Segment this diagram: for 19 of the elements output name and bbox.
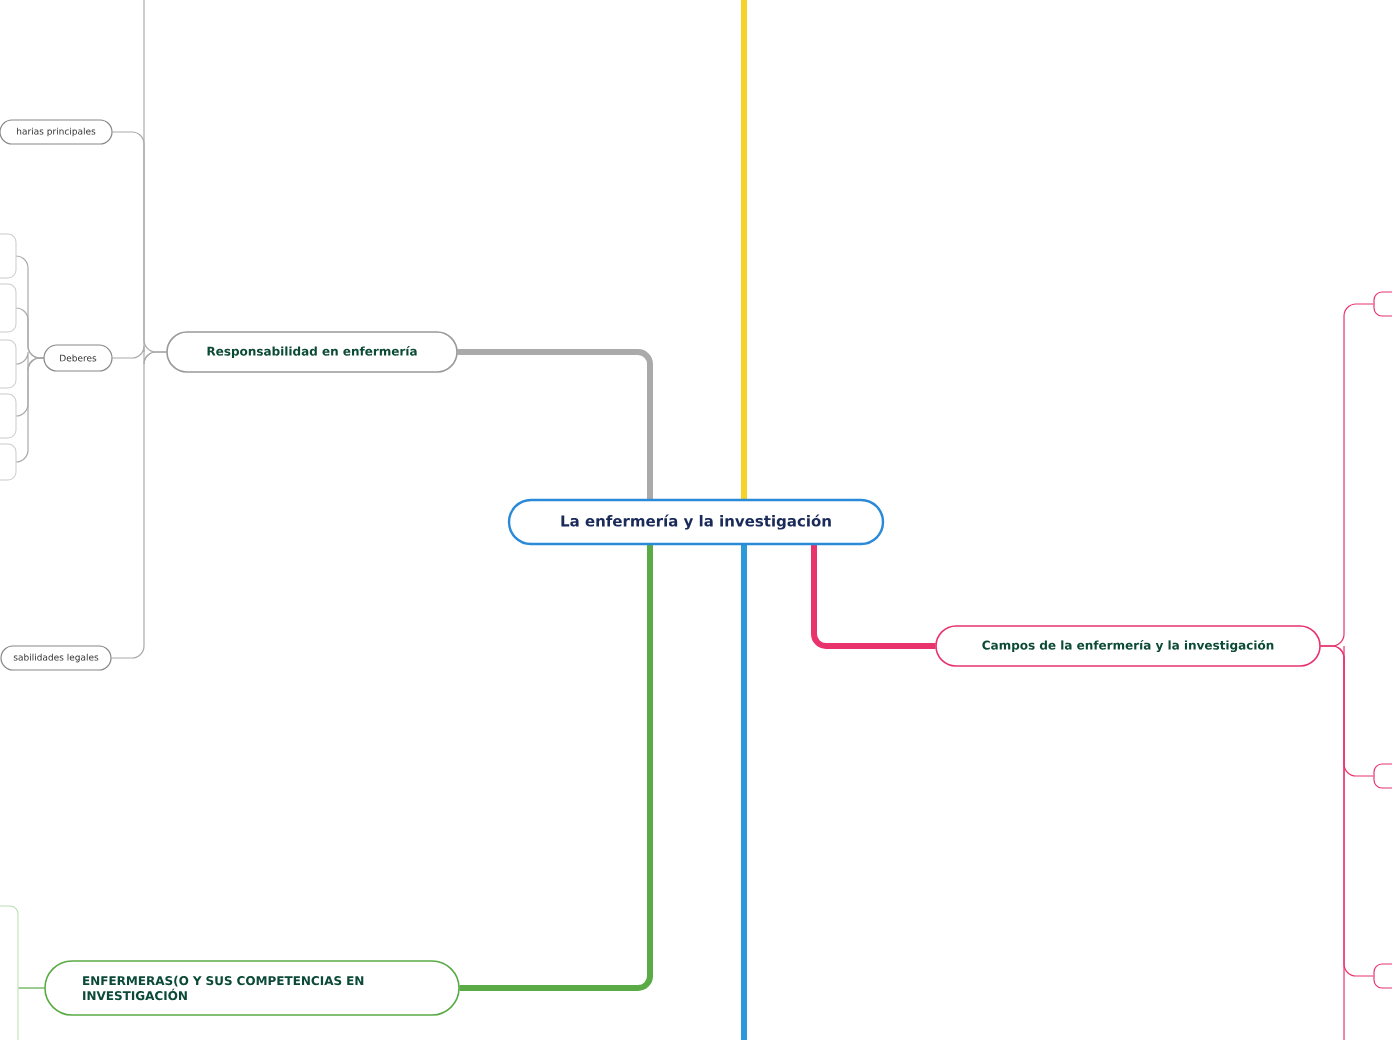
subtopic-box — [1373, 763, 1392, 789]
connector-line — [457, 349, 653, 500]
subtopic-box — [0, 905, 19, 1040]
connector-line — [459, 544, 653, 991]
subtopic-box — [0, 393, 17, 439]
connector-line — [15, 357, 45, 463]
connector-line — [1319, 645, 1375, 977]
connector-line — [741, 544, 747, 1040]
subtopic-box — [0, 233, 17, 279]
subtopic-box — [0, 443, 17, 481]
subtopic-box — [0, 283, 17, 333]
subtopic-box — [0, 339, 17, 389]
connector-line — [110, 351, 168, 659]
subtopic-box — [1373, 963, 1392, 989]
connector-line — [811, 544, 936, 649]
connector-line — [17, 987, 46, 989]
subtopic-box — [1373, 291, 1392, 317]
connector-line — [1343, 645, 1345, 1040]
connector-line — [741, 0, 747, 500]
